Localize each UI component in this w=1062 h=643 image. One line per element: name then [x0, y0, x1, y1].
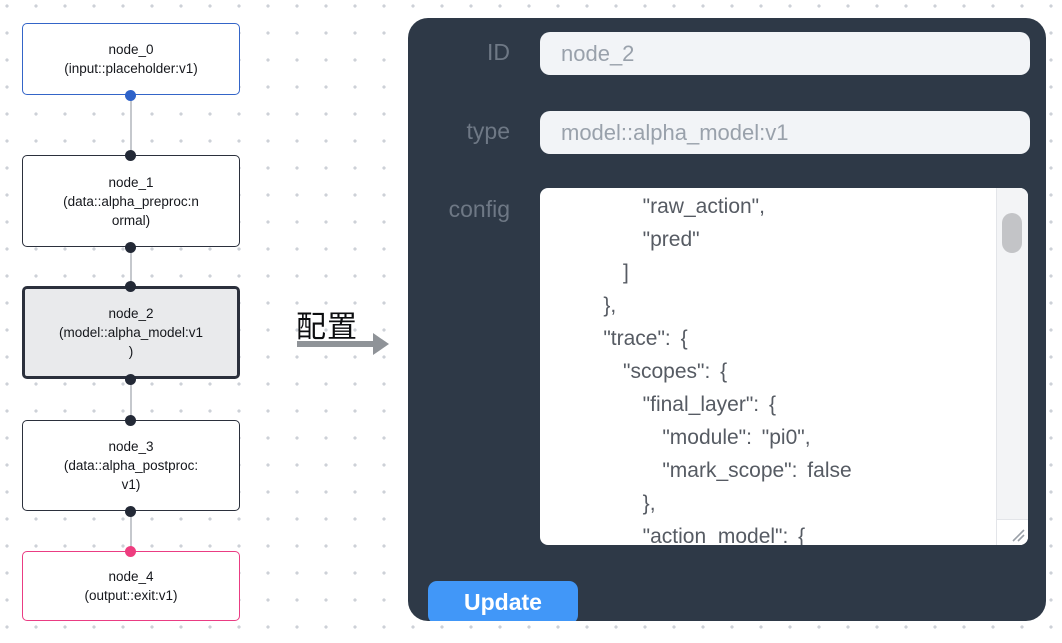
- port-node3-in[interactable]: [125, 414, 136, 426]
- node-name: node_3: [108, 439, 154, 454]
- config-scrollbar-track[interactable]: [996, 188, 1028, 519]
- config-json-text[interactable]: "raw_action", "pred" ] }, "trace": { "sc…: [603, 195, 852, 545]
- config-field-label: config: [448, 196, 510, 222]
- flow-canvas: node_0 (input::placeholder:v1) node_1 (d…: [0, 0, 408, 643]
- node-name: node_2: [108, 306, 154, 321]
- flow-node-node_0[interactable]: node_0 (input::placeholder:v1): [22, 23, 240, 95]
- port-node2-out[interactable]: [125, 373, 136, 385]
- node-type-label: (data::alpha_postproc:: [63, 458, 199, 473]
- node-type-label: ormal): [111, 212, 151, 228]
- arrow-shaft: [297, 341, 375, 347]
- id-input[interactable]: [540, 32, 1030, 75]
- node-name: node_0: [108, 42, 154, 57]
- node-type-label: (data::alpha_preproc:n: [63, 193, 199, 209]
- node-name: node_4: [108, 569, 154, 584]
- port-node0-out[interactable]: [125, 89, 136, 101]
- config-scrollbar-thumb[interactable]: [1002, 213, 1022, 253]
- configure-label: 配置: [296, 311, 358, 344]
- id-field-label: ID: [487, 39, 510, 65]
- port-node2-in[interactable]: [125, 280, 136, 292]
- type-input[interactable]: [540, 111, 1030, 154]
- port-node3-out[interactable]: [125, 505, 136, 517]
- flow-node-node_1[interactable]: node_1 (data::alpha_preproc:n ormal): [22, 155, 240, 247]
- node-type-label: (output::exit:v1): [84, 588, 178, 603]
- type-field-label: type: [466, 118, 510, 144]
- edge-node1-node2: [130, 247, 132, 286]
- port-node4-in[interactable]: [125, 545, 136, 557]
- edge-node0-node1: [130, 95, 132, 155]
- config-editor[interactable]: "raw_action", "pred" ] }, "trace": { "sc…: [540, 188, 1028, 545]
- arrow-right-icon: [373, 333, 389, 355]
- flow-node-node_3[interactable]: node_3 (data::alpha_postproc: v1): [22, 420, 240, 511]
- node-name: node_1: [108, 174, 154, 190]
- node-type-label: v1): [121, 477, 141, 492]
- edge-node3-node4: [130, 511, 132, 551]
- node-config-panel: ID type config "raw_action", "pred" ] },…: [408, 18, 1046, 621]
- flow-node-node_4[interactable]: node_4 (output::exit:v1): [22, 551, 240, 621]
- port-node1-out[interactable]: [125, 241, 136, 253]
- node-type-label: (model::alpha_model:v1: [58, 325, 204, 340]
- edge-node2-node3: [130, 379, 132, 420]
- resize-grip-icon[interactable]: [996, 519, 1028, 545]
- flow-node-node_2-selected[interactable]: node_2 (model::alpha_model:v1 ): [22, 286, 240, 379]
- port-node1-in[interactable]: [125, 149, 136, 161]
- node-type-label: (input::placeholder:v1): [64, 61, 198, 76]
- update-button[interactable]: Update: [428, 581, 578, 621]
- node-type-label: ): [128, 344, 134, 359]
